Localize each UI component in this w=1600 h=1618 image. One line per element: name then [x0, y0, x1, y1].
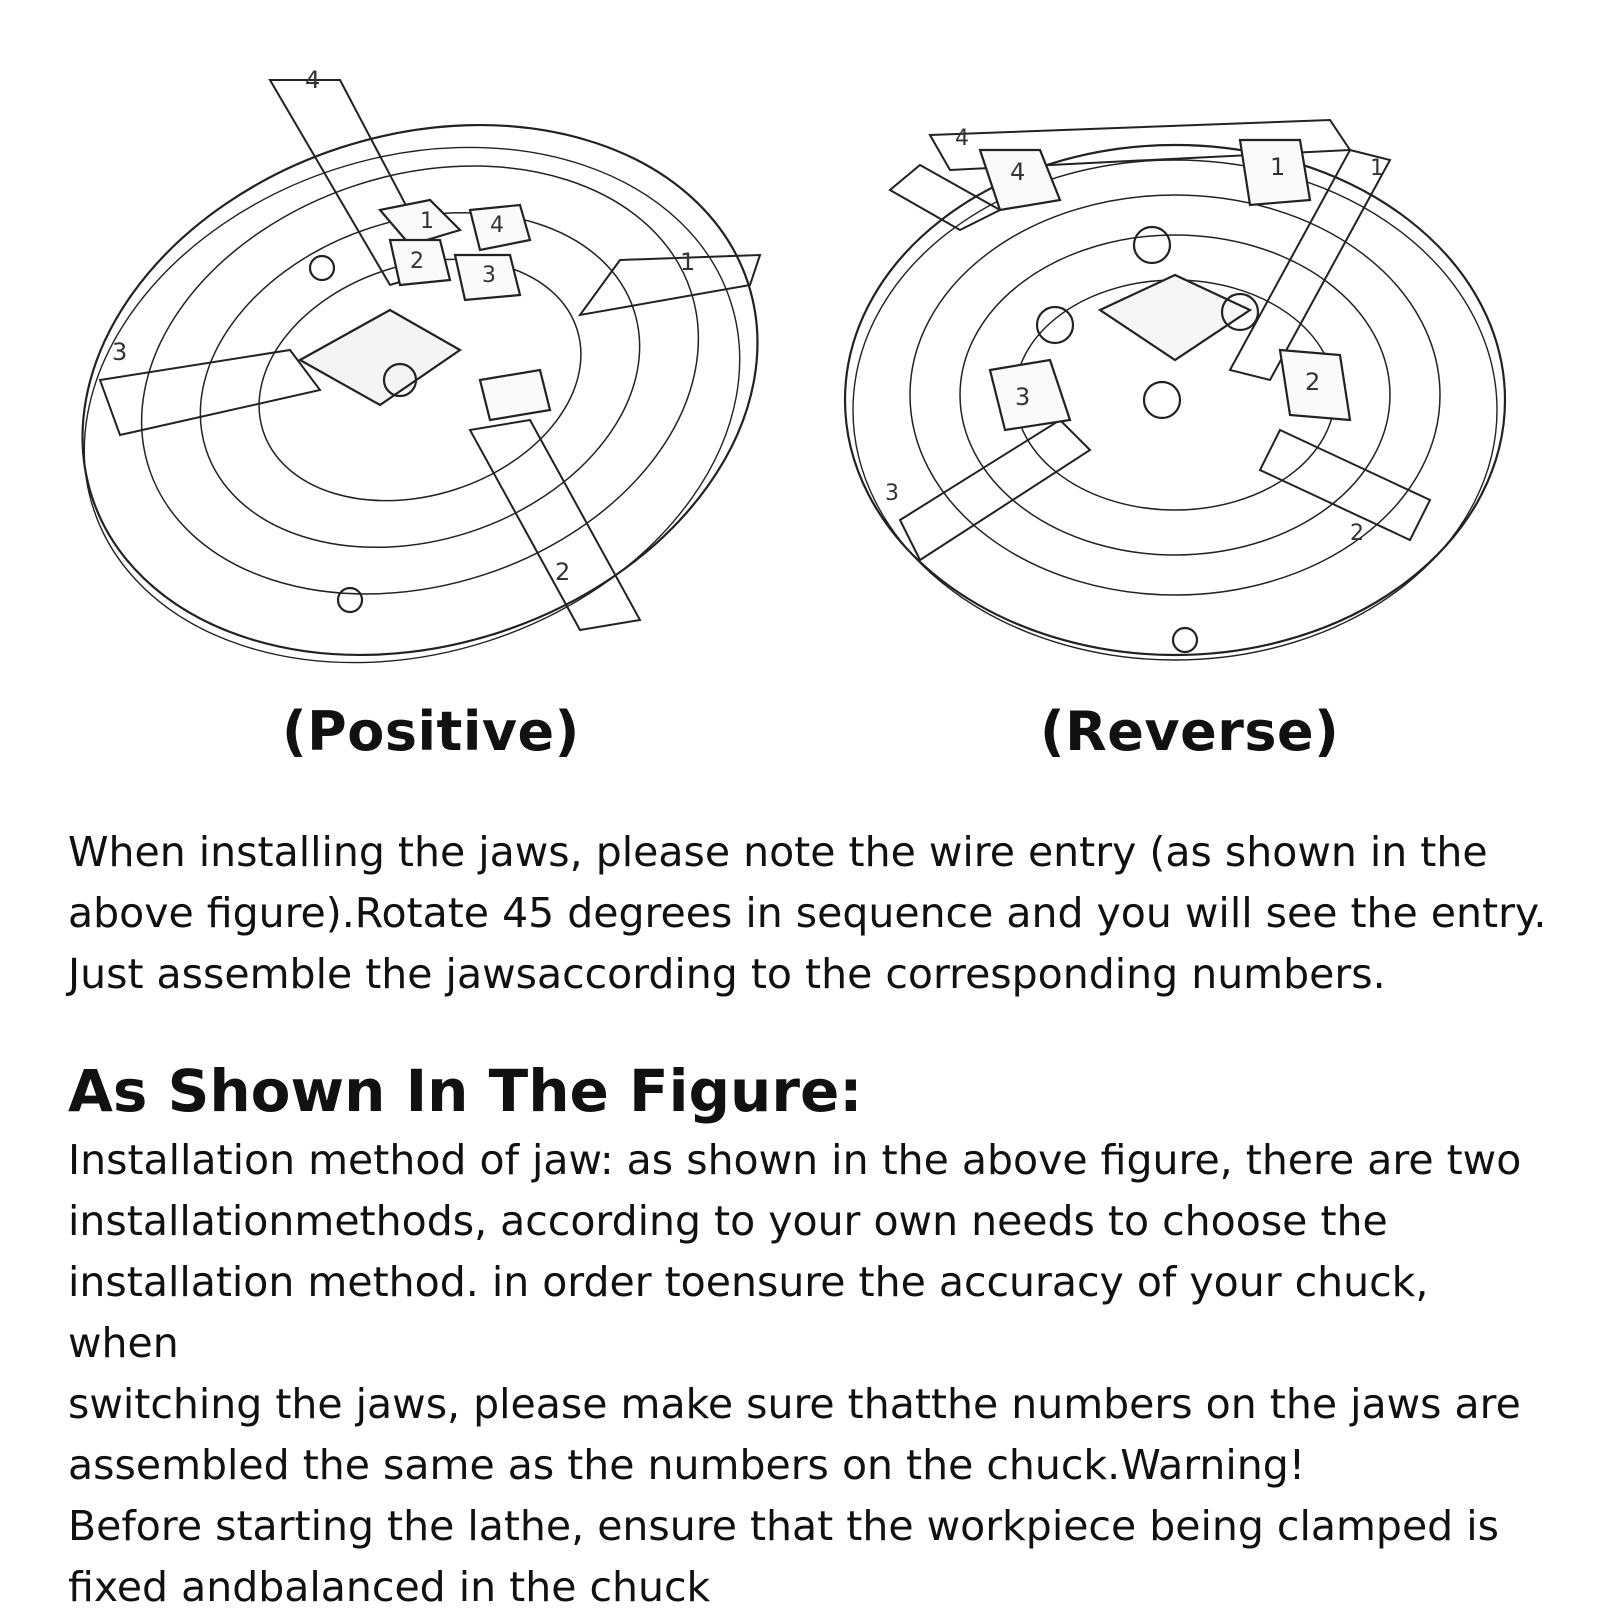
instructions-paragraph: Installation method of jaw: as shown in … [68, 1136, 1522, 1611]
intro-paragraph: When installing the jaws, please note th… [68, 828, 1547, 998]
reverse-chuck-illustration: 4 1 3 2 4 1 3 2 [830, 100, 1530, 680]
reverse-chuck-drawing: 4 1 3 2 4 1 3 2 [843, 118, 1507, 661]
reverse-jaw-number-2: 2 [1305, 368, 1320, 396]
slot-number-right: 1 [680, 248, 695, 276]
reverse-slot-number-left: 3 [885, 481, 899, 506]
reverse-jaw-number-4: 4 [1010, 158, 1025, 186]
slot-number-top: 4 [305, 66, 320, 94]
reverse-slot-number-bottom: 2 [1350, 521, 1364, 546]
positive-chuck-drawing: 1 2 3 4 4 1 3 2 [81, 66, 762, 664]
jaw-number-3: 3 [482, 263, 496, 288]
section-heading: As Shown In The Figure: [68, 1057, 863, 1125]
reverse-slot-number-top: 4 [955, 126, 969, 151]
jaw-number-4: 4 [490, 213, 504, 238]
reverse-caption: (Reverse) [1040, 700, 1340, 763]
slot-number-bottom: 2 [555, 558, 570, 586]
reverse-jaw-number-3: 3 [1015, 383, 1030, 411]
jaw-number-1: 1 [420, 209, 434, 234]
reverse-slot-number-right: 1 [1370, 156, 1384, 181]
jaw-number-2: 2 [410, 249, 424, 274]
positive-chuck-illustration: 1 2 3 4 4 1 3 2 [60, 60, 780, 700]
reverse-jaw-number-1: 1 [1270, 153, 1285, 181]
slot-number-left: 3 [112, 338, 127, 366]
positive-caption: (Positive) [282, 700, 580, 763]
